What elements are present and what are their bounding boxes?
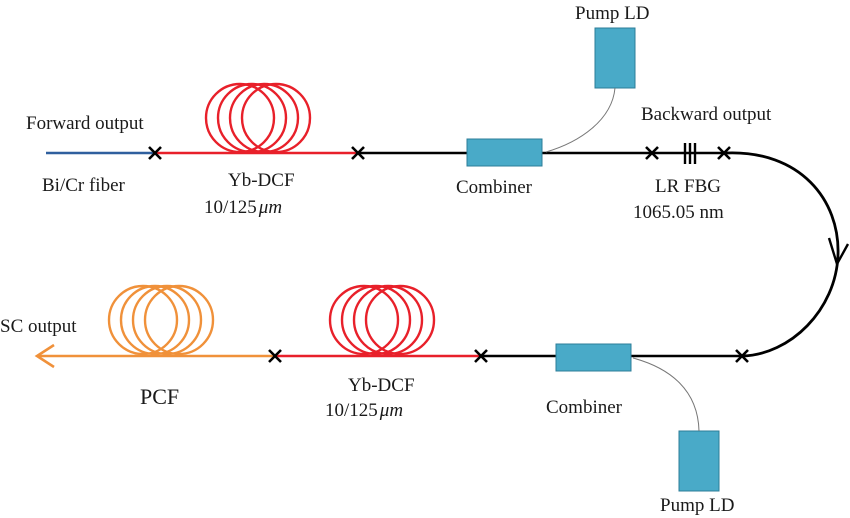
lr-fbg-label: LR FBG: [655, 176, 721, 197]
yb-dcf-bottom-coil: [328, 284, 436, 356]
splice-icon: [351, 146, 365, 160]
fbg-grating-icon: [683, 143, 697, 164]
combiner-top-label: Combiner: [456, 177, 533, 198]
lr-fbg-wavelength: 1065.05 nm: [633, 202, 724, 223]
bi-cr-fiber-label: Bi/Cr fiber: [42, 175, 126, 196]
splice-icon: [474, 349, 488, 363]
pcf-coil: [107, 284, 215, 356]
combiner-top: [466, 138, 543, 167]
splice-icon: [735, 349, 749, 363]
splice-icon: [717, 146, 731, 160]
loop-fiber: [725, 151, 840, 358]
pump-ld-bottom: [678, 430, 720, 492]
splice-icon: [645, 146, 659, 160]
loop-arrow-icon: [827, 237, 850, 268]
forward-output-label: Forward output: [26, 113, 144, 134]
pump-ld-top-label: Pump LD: [575, 3, 649, 24]
sc-output-arrow-icon: [34, 343, 55, 369]
yb-dcf-top-coil: [204, 82, 312, 154]
sc-output-label: SC output: [0, 316, 77, 337]
combiner-bottom-label: Combiner: [546, 397, 623, 418]
splice-icon: [148, 146, 162, 160]
backward-output-label: Backward output: [641, 104, 772, 125]
pump-ld-top: [594, 27, 636, 89]
yb-dcf-top-name: Yb-DCF: [228, 170, 295, 191]
splice-icon: [268, 349, 282, 363]
pump-ld-bottom-label: Pump LD: [660, 495, 734, 516]
yb-dcf-bottom-name: Yb-DCF: [348, 375, 415, 396]
combiner-bottom: [555, 343, 632, 372]
pcf-label: PCF: [140, 384, 179, 409]
pump-lead-top: [545, 87, 616, 153]
pump-lead-bottom: [632, 357, 700, 432]
